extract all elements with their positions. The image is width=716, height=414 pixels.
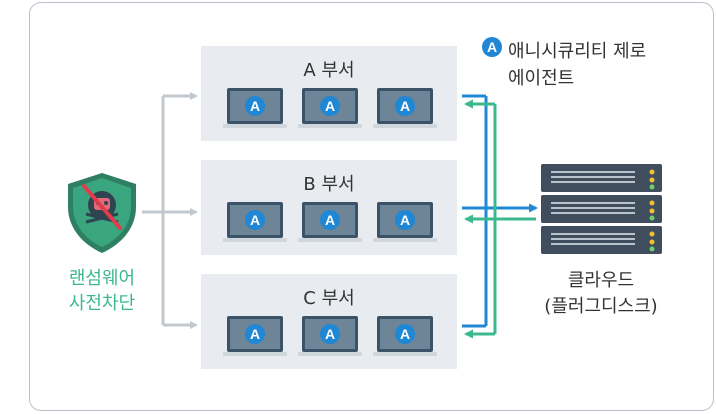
agent-legend-icon xyxy=(482,37,502,57)
shield-label-line2: 사전차단 xyxy=(68,293,136,314)
shield-connector xyxy=(142,92,198,329)
server-stack-icon xyxy=(541,164,662,254)
department-a-label: A 부서 xyxy=(303,60,355,81)
laptop-c1-icon xyxy=(223,316,287,356)
upload-connector-blue xyxy=(462,94,538,328)
agent-legend-badge: A xyxy=(487,39,497,55)
laptop-a3-icon xyxy=(373,88,437,128)
shield-label-line1: 랜섬웨어 xyxy=(68,268,136,289)
restore-connector-green xyxy=(464,99,536,339)
laptop-b3-icon xyxy=(373,202,437,242)
laptop-a2-icon xyxy=(298,88,362,128)
laptop-b2-icon xyxy=(298,202,362,242)
ransomware-shield-icon xyxy=(68,173,136,253)
laptop-c3-icon xyxy=(373,316,437,356)
department-c-label: C 부서 xyxy=(303,288,355,309)
agent-legend-line2: 에이전트 xyxy=(508,68,575,89)
cloud-label-line2: (플러그디스크) xyxy=(544,296,658,317)
laptop-b1-icon xyxy=(223,202,287,242)
agent-legend-line1: 애니시큐리티 제로 xyxy=(508,41,647,62)
laptop-c2-icon xyxy=(298,316,362,356)
laptop-a1-icon xyxy=(223,88,287,128)
department-b-label: B 부서 xyxy=(303,174,355,195)
cloud-label-line1: 클라우드 xyxy=(567,270,635,291)
